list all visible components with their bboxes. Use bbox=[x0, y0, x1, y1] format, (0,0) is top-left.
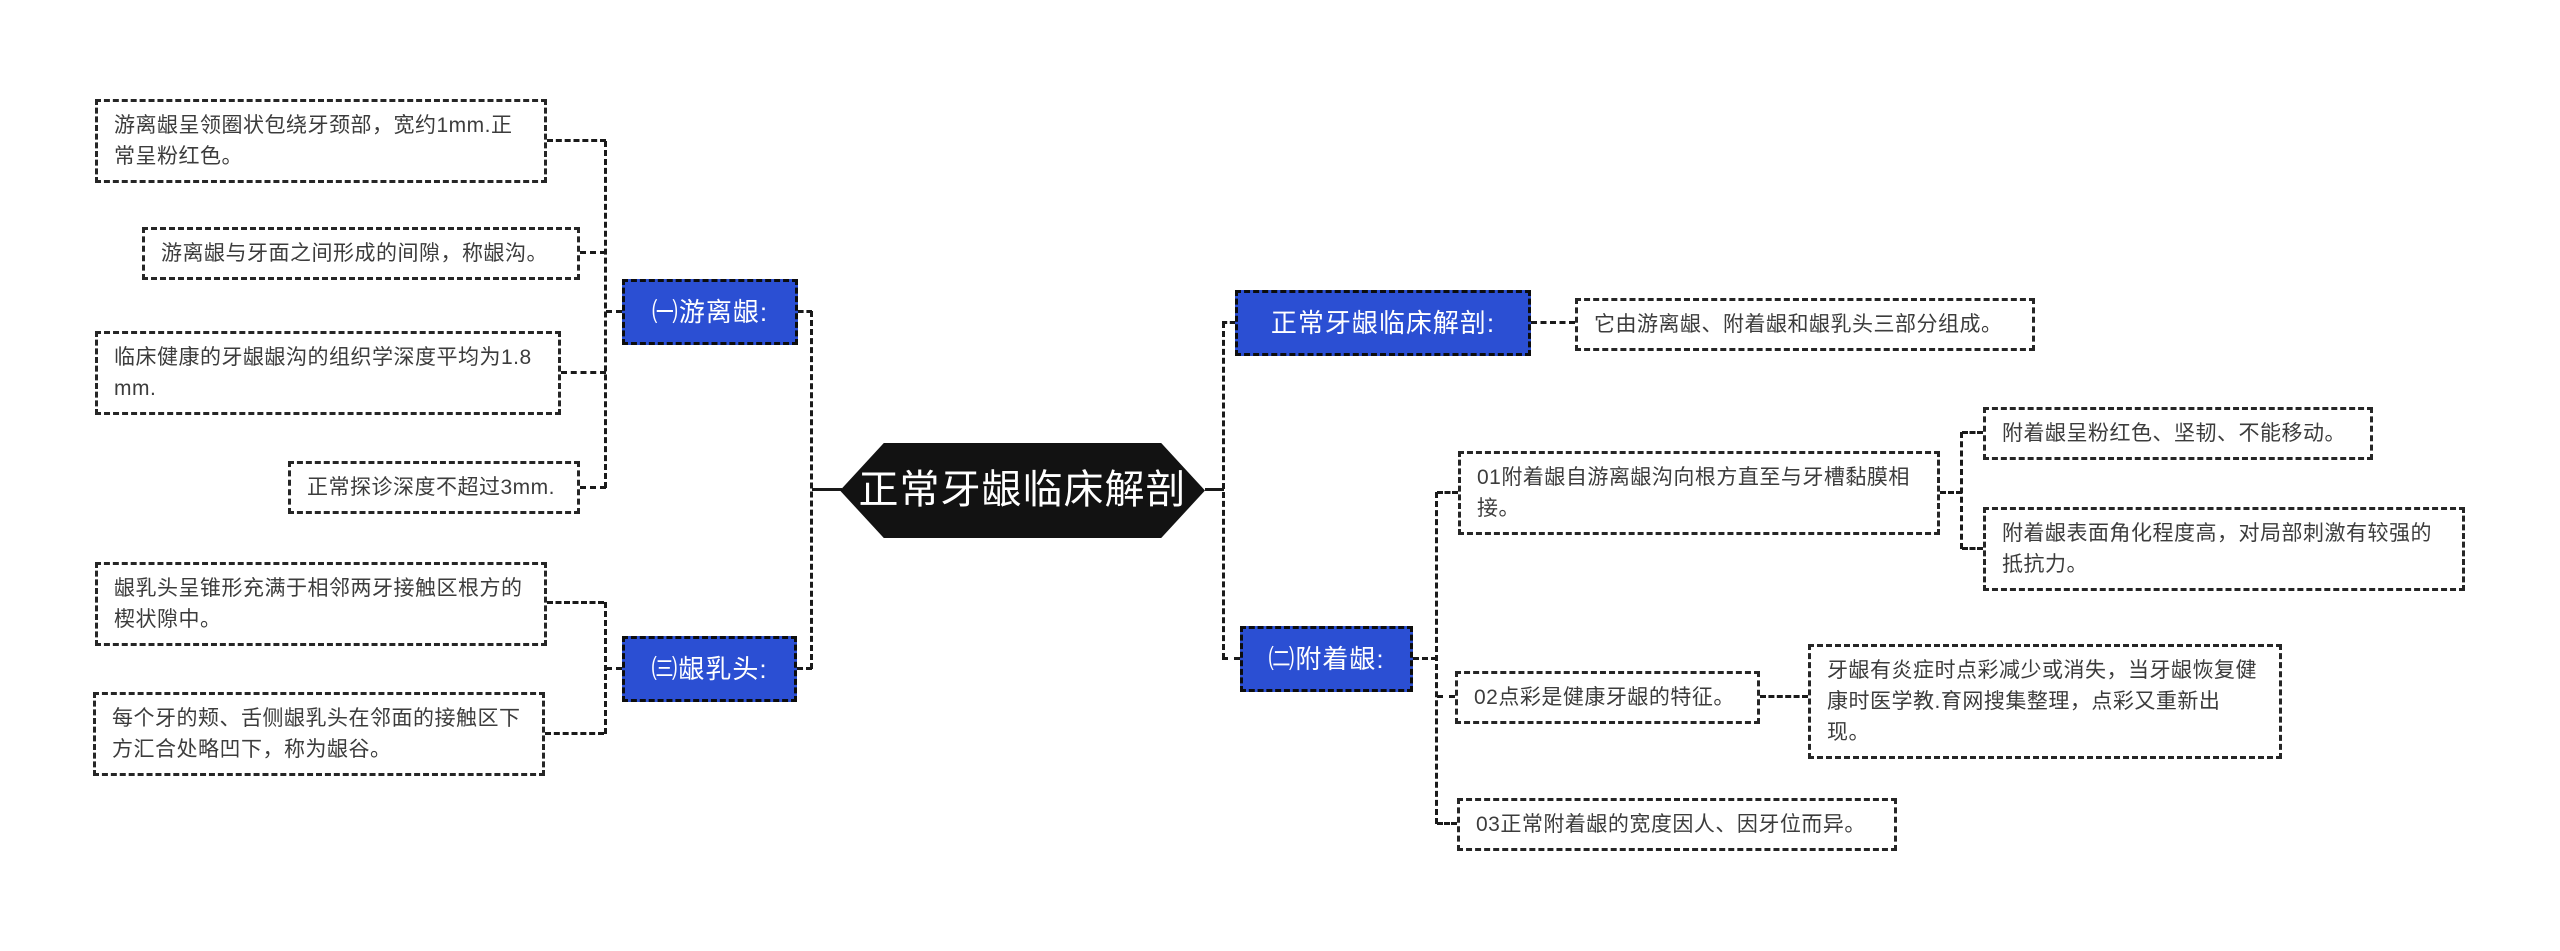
topic-free-gingiva: ㈠游离龈: bbox=[622, 279, 798, 345]
connector-line bbox=[1962, 431, 1983, 434]
connector-line bbox=[1437, 695, 1455, 698]
connector-line bbox=[1222, 322, 1225, 659]
connector-line bbox=[1960, 432, 1963, 549]
note-sulcus-depth: 临床健康的牙龈龈沟的组织学深度平均为1.8 mm. bbox=[95, 331, 561, 415]
note-gingival-sulcus: 游离龈与牙面之间形成的间隙，称龈沟。 bbox=[142, 227, 580, 280]
note-attached-color: 附着龈呈粉红色、坚韧、不能移动。 bbox=[1983, 407, 2373, 460]
connector-line bbox=[580, 486, 606, 489]
connector-line bbox=[604, 602, 607, 734]
connector-line bbox=[812, 488, 842, 491]
connector-line bbox=[810, 311, 813, 669]
connector-line bbox=[561, 371, 606, 374]
connector-line bbox=[606, 667, 622, 670]
connector-line bbox=[1205, 488, 1224, 491]
connector-line bbox=[1222, 657, 1240, 660]
note-attached-extent: 01附着龈自游离龈沟向根方直至与牙槽黏膜相接。 bbox=[1458, 451, 1940, 535]
note-attached-keratinized: 附着龈表面角化程度高，对局部刺激有较强的抵抗力。 bbox=[1983, 507, 2465, 591]
connector-line bbox=[1437, 491, 1458, 494]
connector-line bbox=[1435, 492, 1438, 824]
topic-overview: 正常牙龈临床解剖: bbox=[1235, 290, 1531, 356]
connector-line bbox=[1760, 695, 1808, 698]
connector-line bbox=[547, 601, 604, 604]
connector-line bbox=[1413, 657, 1437, 660]
connector-line bbox=[547, 139, 606, 142]
topic-gingival-papilla: ㈢龈乳头: bbox=[622, 636, 797, 702]
note-free-gingiva-shape: 游离龈呈领圈状包绕牙颈部，宽约1mm.正常呈粉红色。 bbox=[95, 99, 547, 183]
note-probing-depth: 正常探诊深度不超过3mm. bbox=[288, 461, 580, 514]
connector-line bbox=[1437, 822, 1457, 825]
connector-line bbox=[1962, 547, 1983, 550]
connector-line bbox=[798, 310, 812, 313]
connector-line bbox=[1222, 321, 1235, 324]
note-gingival-valley: 每个牙的颊、舌侧龈乳头在邻面的接触区下方汇合处略凹下，称为龈谷。 bbox=[93, 692, 545, 776]
connector-line bbox=[797, 667, 812, 670]
central-topic: 正常牙龈临床解剖 bbox=[840, 443, 1205, 538]
note-stippling: 02点彩是健康牙龈的特征。 bbox=[1455, 671, 1760, 724]
connector-line bbox=[580, 251, 606, 254]
note-papilla-shape: 龈乳头呈锥形充满于相邻两牙接触区根方的楔状隙中。 bbox=[95, 562, 547, 646]
connector-line bbox=[606, 310, 622, 313]
connector-line bbox=[1940, 491, 1962, 494]
connector-line bbox=[1531, 321, 1575, 324]
topic-attached-gingiva: ㈡附着龈: bbox=[1240, 626, 1413, 692]
connector-line bbox=[545, 732, 604, 735]
note-stippling-inflammation: 牙龈有炎症时点彩减少或消失，当牙龈恢复健康时医学教.育网搜集整理，点彩又重新出现… bbox=[1808, 644, 2282, 759]
note-composition: 它由游离龈、附着龈和龈乳头三部分组成。 bbox=[1575, 298, 2035, 351]
note-attached-width: 03正常附着龈的宽度因人、因牙位而异。 bbox=[1457, 798, 1897, 851]
connector-line bbox=[604, 141, 607, 488]
